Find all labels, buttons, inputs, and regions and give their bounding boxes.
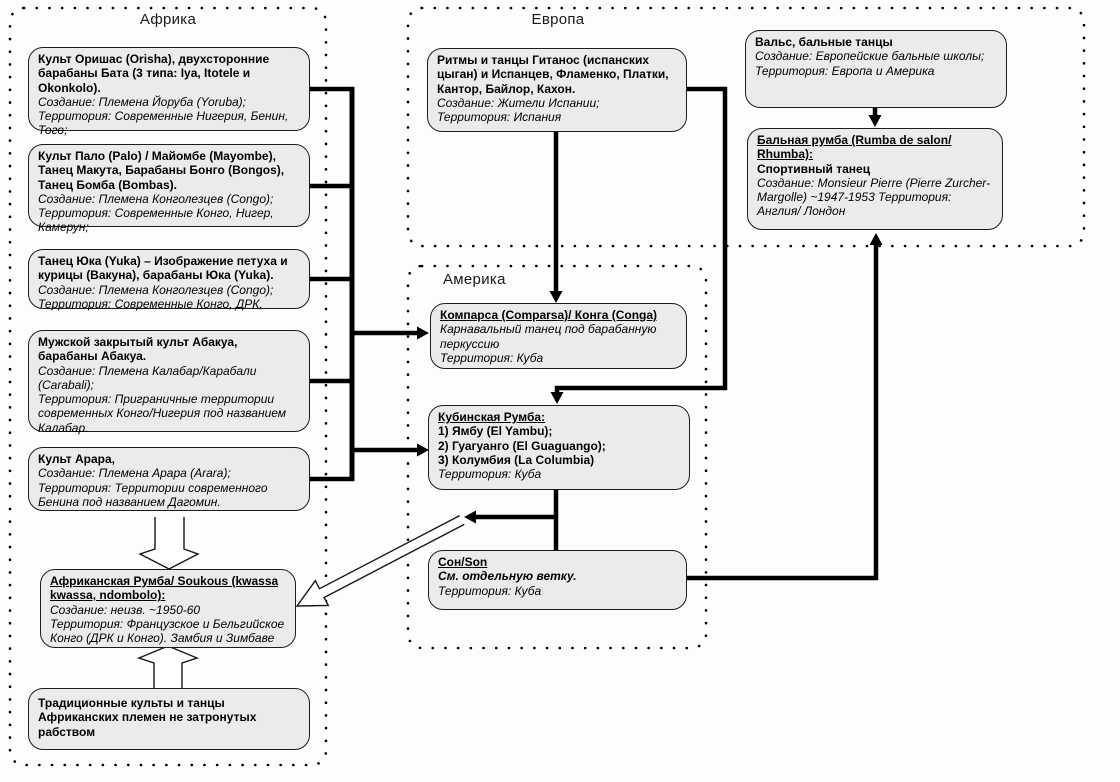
box-comparsa-conga[interactable]: Компарса (Comparsa)/ Конга (Conga) Карна… xyxy=(430,303,687,369)
box-territory: Территория: Куба xyxy=(438,467,542,482)
box-desc: Карнавальный танец под барабанную перкус… xyxy=(440,322,657,351)
box-title: Вальс, бальные танцы xyxy=(755,35,893,49)
box-creation: Создание: Племена Йоруба (Yoruba); xyxy=(38,94,247,109)
hollow-arrow-arara-to-rumba xyxy=(138,517,200,570)
europe-region-title: Европа xyxy=(531,11,585,28)
america-region-outline xyxy=(406,264,708,650)
box-title: Компарса (Comparsa)/ Конга (Conga) xyxy=(440,308,658,322)
box-creation: Создание: Племена Калабар/Карабали (Cara… xyxy=(38,363,257,392)
box-creation: Создание: Жители Испании; xyxy=(437,95,600,110)
arrowhead-left xyxy=(464,510,476,524)
arrowhead-gitanos-down xyxy=(549,291,563,303)
box-yuka-dance[interactable]: Танец Юка (Yuka) – Изображение петуха и … xyxy=(28,249,310,311)
box-waltz-ballroom[interactable]: Вальс, бальные танцы Создание: Европейск… xyxy=(745,30,1007,108)
box-item-1: 1) Ямбу (El Yambu); xyxy=(438,424,553,439)
box-creation: Создание: неизв. ~1950-60 xyxy=(50,602,201,617)
box-item-3: 3) Колумбия (La Columbia) xyxy=(438,452,595,467)
arrowheads xyxy=(417,115,883,524)
arrowhead-cubanrumba xyxy=(417,443,429,457)
box-arara-cult[interactable]: Культ Арара, Создание: Племена Арара (Ar… xyxy=(28,447,310,511)
connector-son-ballroom xyxy=(687,245,879,581)
box-african-rumba[interactable]: Африканская Румба/ Soukous (kwassa kwass… xyxy=(40,569,296,648)
box-territory: Территория: Куба xyxy=(438,583,542,598)
hollow-arrows xyxy=(136,514,465,688)
thick-connectors xyxy=(310,86,879,581)
europe-region-outline xyxy=(406,6,1086,248)
box-title: Кубинская Румба: xyxy=(438,410,546,424)
box-territory: Территория: Приграничные территории совр… xyxy=(38,392,287,435)
box-territory: Территория: Куба xyxy=(440,350,544,365)
box-creation: Создание: Племена Конголезцев (Congo); xyxy=(38,282,274,297)
arrowhead-waltz-down xyxy=(868,115,882,127)
america-region-title: Америка xyxy=(443,271,506,288)
box-subtitle: Спортивный танец xyxy=(757,161,871,176)
box-creation: Создание: Племена Конголезцев (Congo); xyxy=(38,191,274,206)
box-territory: Территория: Современные Нигерия, Бенин, … xyxy=(38,109,289,138)
box-title: Ритмы и танцы Гитанос (испанских цыган) … xyxy=(437,53,669,96)
africa-region-title: Африка xyxy=(139,11,197,28)
box-territory: Территория: Французское и Бельгийское Ко… xyxy=(50,616,285,646)
box-abakua-cult[interactable]: Мужской закрытый культ Абакуа, барабаны … xyxy=(28,330,310,435)
box-title: Сон/Son xyxy=(438,555,488,569)
box-title: Культ Арара, xyxy=(38,452,116,466)
box-territory: Территория: Испания xyxy=(437,110,562,125)
box-title: Традиционные культы и танцы Африканских … xyxy=(38,696,257,739)
box-creation: Создание: Племена Арара (Arara); xyxy=(38,466,231,481)
connector-gitanos-cubanrumba xyxy=(554,86,728,394)
box-ballroom-rumba[interactable]: Бальная румба (Rumba de salon/ Rhumba): … xyxy=(747,128,1003,230)
box-traditional-cults[interactable]: Традиционные культы и танцы Африканских … xyxy=(28,688,310,750)
arrowhead-ballroom-up xyxy=(869,233,883,245)
box-territory: Территория: Современные Конго, ДРК, xyxy=(38,296,263,311)
hollow-arrow-cuban-to-african-rumba xyxy=(295,514,465,607)
box-son[interactable]: Сон/Son См. отдельную ветку. Территория:… xyxy=(428,550,687,610)
box-palo-cult[interactable]: Культ Пало (Palo) / Майомбе (Mayombe), Т… xyxy=(28,144,310,234)
box-territory: Территория: Европа и Америка xyxy=(755,63,935,78)
box-title: Культ Пало (Palo) / Майомбе (Mayombe), Т… xyxy=(38,149,285,192)
box-title: Танец Юка (Yuka) – Изображение петуха и … xyxy=(38,254,288,283)
africa-region-outline xyxy=(8,6,328,767)
box-note: См. отдельную ветку. xyxy=(438,569,577,584)
box-title: Африканская Румба/ Soukous (kwassa kwass… xyxy=(50,574,279,603)
box-cuban-rumba[interactable]: Кубинская Румба: 1) Ямбу (El Yambu); 2) … xyxy=(428,405,690,490)
hollow-arrow-traditional-to-rumba xyxy=(136,645,200,688)
box-territory: Территория: Территории современного Бени… xyxy=(38,480,268,509)
box-item-2: 2) Гуагуанго (El Guaguango); xyxy=(438,438,606,453)
box-gitanos-rhythms[interactable]: Ритмы и танцы Гитанос (испанских цыган) … xyxy=(427,48,687,132)
box-orisha-cult[interactable]: Культ Оришас (Orisha), двухсторонние бар… xyxy=(28,47,310,137)
box-meta: Создание: Monsieur Pierre (Pierre Zurche… xyxy=(757,175,991,219)
arrowhead-comparsa xyxy=(417,326,429,340)
box-title: Культ Оришас (Orisha), двухсторонние бар… xyxy=(38,52,270,95)
box-territory: Территория: Современные Конго, Нигер, Ка… xyxy=(38,206,274,235)
arrowhead-bent-down xyxy=(550,392,564,404)
box-title: Мужской закрытый культ Абакуа, барабаны … xyxy=(38,335,238,364)
box-title: Бальная румба (Rumba de salon/ Rhumba): xyxy=(757,133,952,162)
box-creation: Создание: Европейские бальные школы; xyxy=(755,49,985,64)
